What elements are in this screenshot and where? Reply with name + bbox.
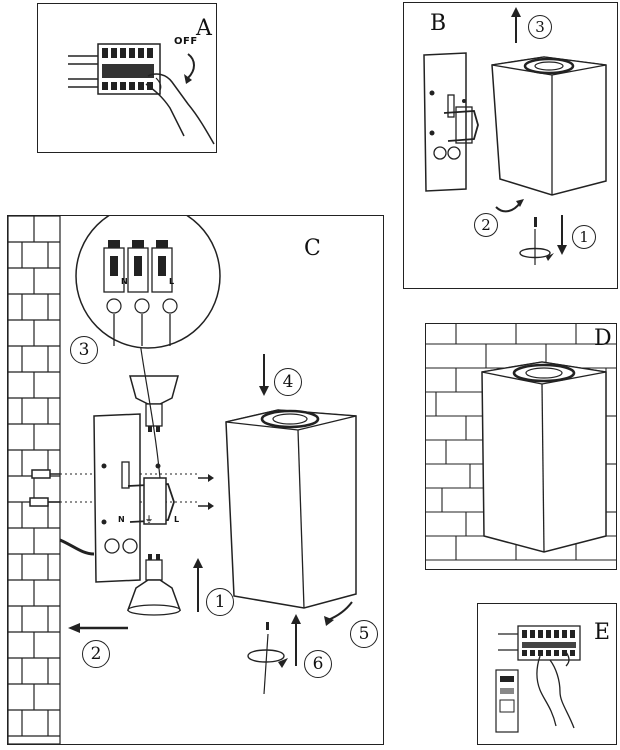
- panel-b-label: B: [430, 11, 447, 36]
- step-b-1: 1: [572, 225, 596, 249]
- terminal-label-earth: ⏚: [145, 515, 153, 524]
- step-b-2: 2: [474, 213, 498, 237]
- panel-b-illustration: [423, 7, 607, 265]
- step-c-6: 6: [304, 650, 332, 678]
- step-c-1: 1: [206, 588, 234, 616]
- panel-a-label: A: [196, 16, 212, 41]
- block-letter-n: N: [121, 277, 128, 286]
- off-label: OFF: [174, 36, 198, 47]
- terminal-label-n: N: [118, 515, 125, 524]
- panel-a-illustration: [68, 43, 215, 145]
- terminal-label-l: L: [174, 515, 180, 524]
- panel-e-label: E: [594, 620, 611, 645]
- panel-b: B 3 2 1: [403, 2, 618, 289]
- step-b-3: 3: [528, 15, 552, 39]
- panel-c-illustration: [8, 216, 357, 744]
- step-c-5: 5: [350, 620, 378, 648]
- panel-a: A OFF: [37, 3, 217, 153]
- block-letter-l: L: [169, 277, 175, 286]
- step-c-3: 3: [70, 336, 98, 364]
- panel-d: D: [425, 323, 617, 570]
- panel-e: E: [477, 603, 617, 745]
- brick-wall: [8, 216, 61, 744]
- panel-c: C N L N N ⏚ L 3 4 1 2 5 6: [7, 215, 384, 745]
- panel-e-illustration: [495, 625, 581, 733]
- panel-d-label: D: [594, 326, 612, 351]
- panel-d-illustration: [426, 324, 616, 561]
- wall-plug-icon: [29, 469, 60, 507]
- panel-c-label: C: [304, 236, 321, 261]
- step-c-4: 4: [274, 368, 302, 396]
- step-c-2: 2: [82, 640, 110, 668]
